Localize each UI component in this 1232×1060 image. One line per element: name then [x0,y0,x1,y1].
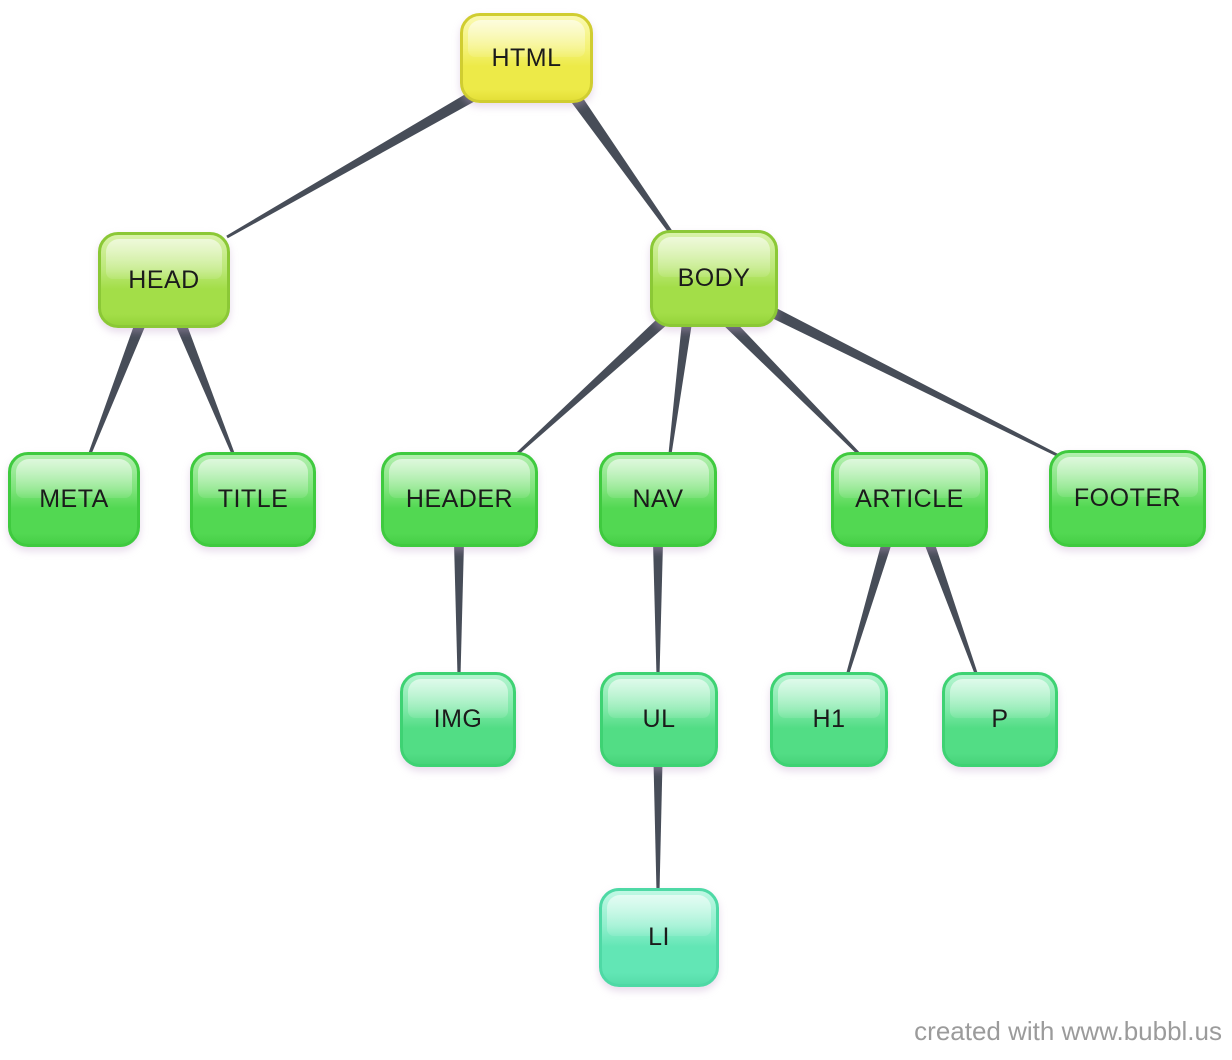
edge-head-title [174,319,236,457]
node-meta: META [8,452,140,547]
node-label: NAV [632,485,684,513]
node-title: TITLE [190,452,316,547]
node-label: META [39,485,109,513]
node-label: HEADER [405,485,514,513]
node-nav: NAV [599,452,717,547]
node-label: LI [648,923,670,951]
credit-watermark: created with www.bubbl.us [914,1016,1222,1046]
edge-html-body [570,93,674,236]
node-body: BODY [650,230,778,327]
node-head: HEAD [98,232,230,328]
edge-body-footer [769,307,1058,457]
node-header: HEADER [381,452,538,547]
node-label: FOOTER [1073,484,1182,512]
edge-article-h1 [845,540,892,677]
edge-nav-ul [653,542,663,676]
edge-ul-li [653,762,663,892]
node-label: HEAD [128,265,200,294]
node-footer: FOOTER [1049,450,1206,547]
node-li: LI [599,888,719,987]
node-label: BODY [677,264,751,292]
node-label: ARTICLE [855,485,964,513]
node-html: HTML [460,13,593,103]
node-ul: UL [600,672,718,767]
edge-body-nav [668,321,692,455]
edge-body-header [516,315,668,456]
node-h1: H1 [770,672,888,767]
node-label: P [991,705,1009,733]
node-label: HTML [491,43,562,72]
node-label: IMG [433,705,483,733]
node-p: P [942,672,1058,767]
edge-body-article [724,318,861,456]
edge-html-head [226,91,476,239]
edge-head-meta [87,320,147,457]
edge-article-p [924,540,979,677]
node-img: IMG [400,672,516,767]
node-label: UL [642,705,676,733]
node-label: TITLE [217,485,289,513]
edge-header-img [454,542,464,676]
node-article: ARTICLE [831,452,988,547]
node-label: H1 [812,705,846,733]
